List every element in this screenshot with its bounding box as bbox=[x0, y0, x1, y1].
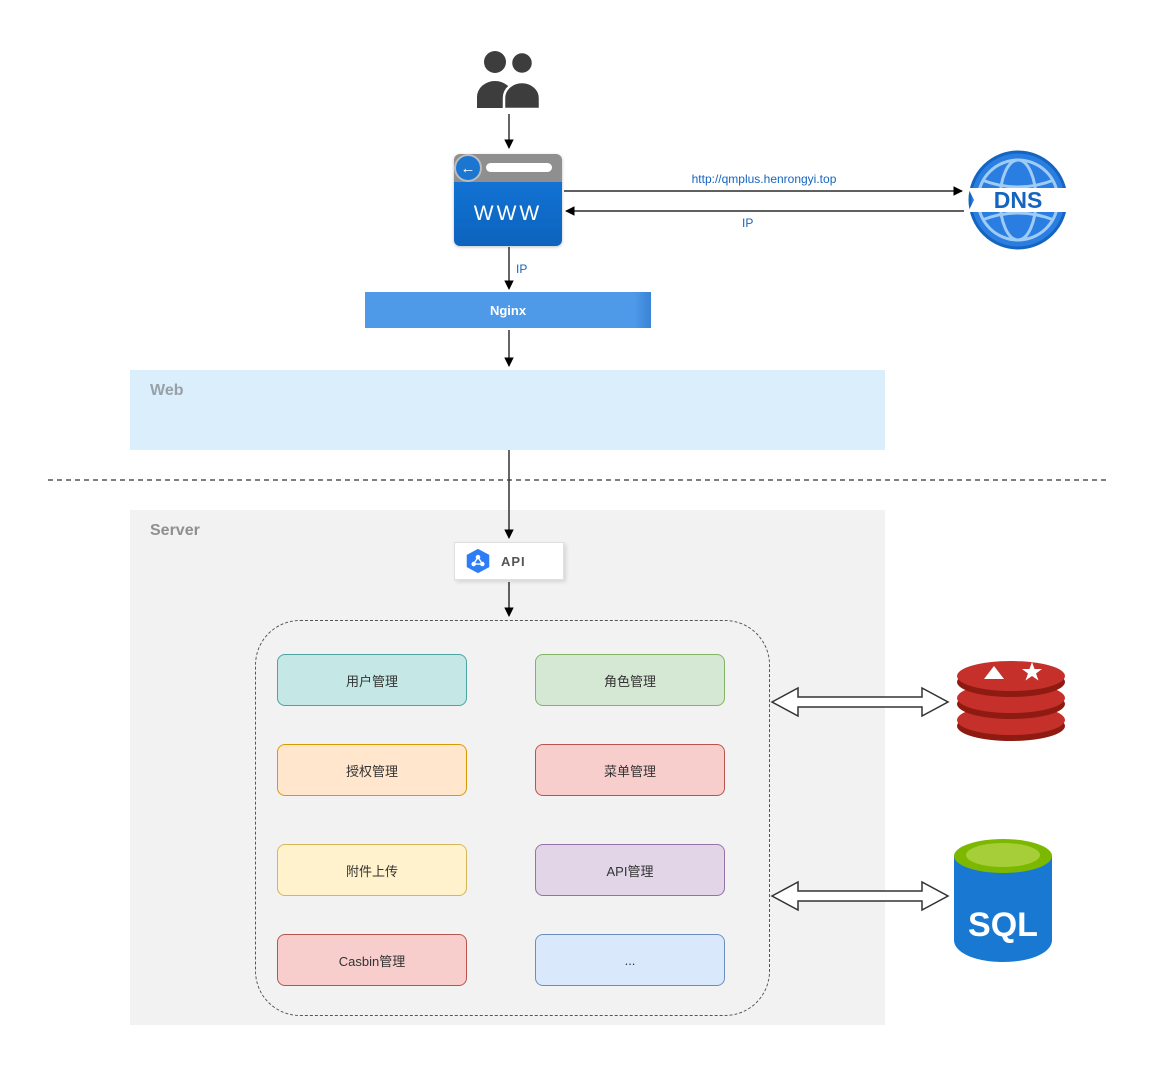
url-label: http://qmplus.henrongyi.top bbox=[691, 172, 837, 186]
module-label: 附件上传 bbox=[345, 863, 398, 879]
module-label: 菜单管理 bbox=[603, 763, 656, 779]
browser-window: ← WWW bbox=[454, 154, 562, 246]
module-box-auth-mgmt: 授权管理 bbox=[277, 744, 467, 796]
api-label: API bbox=[501, 553, 526, 569]
api-hexagon-icon bbox=[466, 548, 490, 574]
ip-label-nginx: IP bbox=[516, 262, 528, 276]
sql-icon: SQL bbox=[954, 839, 1052, 962]
dns-icon: DNS bbox=[968, 150, 1068, 250]
web-section-label: Web bbox=[150, 382, 184, 399]
module-label: 角色管理 bbox=[603, 673, 656, 689]
redis-icon bbox=[957, 661, 1065, 741]
module-box-casbin-mgmt: Casbin管理 bbox=[277, 934, 467, 986]
module-box-upload: 附件上传 bbox=[277, 844, 467, 896]
module-label: Casbin管理 bbox=[338, 953, 406, 969]
module-box-role-mgmt: 角色管理 bbox=[535, 654, 725, 706]
nginx-bar: Nginx bbox=[365, 292, 651, 328]
nginx-label: Nginx bbox=[489, 302, 527, 318]
browser-address-bar bbox=[486, 163, 552, 172]
ip-label-dns: IP bbox=[742, 216, 754, 230]
users-icon bbox=[477, 50, 542, 111]
module-box-api-mgmt: API管理 bbox=[535, 844, 725, 896]
dns-label: DNS bbox=[994, 187, 1043, 213]
module-group-border bbox=[255, 620, 770, 1016]
module-box-menu-mgmt: 菜单管理 bbox=[535, 744, 725, 796]
module-box-user-mgmt: 用户管理 bbox=[277, 654, 467, 706]
web-section: Web bbox=[130, 370, 885, 450]
browser-title: WWW bbox=[473, 202, 543, 225]
module-box-more: ... bbox=[535, 934, 725, 986]
module-label: 用户管理 bbox=[345, 673, 398, 689]
api-badge: API bbox=[454, 542, 564, 580]
sql-label: SQL bbox=[968, 906, 1038, 944]
browser-body: WWW bbox=[454, 182, 562, 246]
browser-back-icon: ← bbox=[456, 156, 480, 180]
server-section-label: Server bbox=[150, 522, 200, 539]
module-label: 授权管理 bbox=[345, 763, 398, 779]
browser-header: ← bbox=[454, 154, 562, 182]
module-label: ... bbox=[624, 952, 636, 968]
module-label: API管理 bbox=[606, 863, 654, 879]
